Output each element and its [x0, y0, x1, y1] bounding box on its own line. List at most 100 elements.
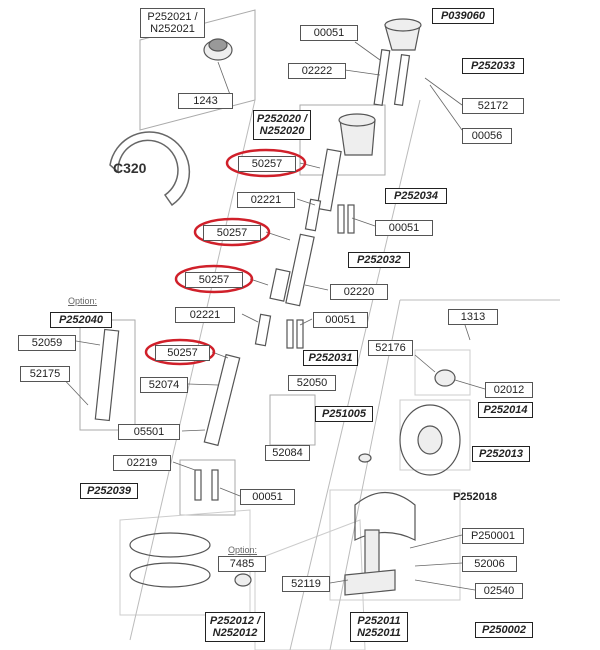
- label-50257-b: 50257: [203, 225, 261, 241]
- highlight-50257-a: [225, 148, 307, 178]
- label-02540: 02540: [475, 583, 523, 599]
- rod-02222-a: [373, 49, 391, 106]
- leader-02540: [414, 579, 476, 591]
- option-note-b: Option:: [228, 545, 258, 555]
- label-p252011: P252011 N252011: [350, 612, 408, 642]
- label-00051-b: 00051: [375, 220, 433, 236]
- panel-p252018: [329, 489, 461, 601]
- tube-52059: [94, 328, 120, 422]
- label-p252020-line1: P252020 /: [256, 113, 308, 125]
- reel-p252013: [399, 404, 461, 476]
- nut-small: [358, 453, 372, 463]
- label-7485: 7485: [218, 556, 266, 572]
- option-note-a: Option:: [68, 296, 98, 306]
- leader-02222: [344, 69, 381, 76]
- guide-line-left: [129, 99, 256, 641]
- label-p251005: P251005: [315, 406, 373, 422]
- tube-52074: [203, 353, 241, 447]
- clip-00051-c: [286, 319, 294, 349]
- label-00051-c: 00051: [313, 312, 368, 328]
- leader-52059: [75, 340, 101, 346]
- part-02012: [434, 369, 456, 387]
- leader-52074: [187, 383, 219, 386]
- label-52084: 52084: [265, 445, 310, 461]
- label-p252039: P252039: [80, 483, 138, 499]
- label-05501: 05501: [118, 424, 180, 440]
- label-p252013: P252013: [472, 446, 530, 462]
- leader-00051-c: [299, 318, 313, 326]
- leader-02220: [304, 284, 329, 291]
- clip-00051-d: [296, 319, 304, 349]
- leader-00051-top: [354, 41, 381, 61]
- label-02012: 02012: [485, 382, 533, 398]
- leader-52119: [329, 579, 349, 584]
- leader-52006: [414, 562, 463, 567]
- label-p252031: P252031: [303, 350, 358, 366]
- label-p252012: P252012 / N252012: [205, 612, 265, 642]
- label-52059: 52059: [18, 335, 76, 351]
- highlight-50257-c: [174, 264, 254, 294]
- label-c320: C320: [113, 160, 147, 176]
- leader-50257-a: [299, 162, 321, 169]
- head-p039060-top: [384, 18, 422, 32]
- panel-p252020: [299, 104, 386, 176]
- label-p252011-line1: P252011: [357, 615, 401, 627]
- panel-p252039: [179, 459, 236, 516]
- clip-00051-a: [337, 204, 345, 234]
- label-52119: 52119: [282, 576, 330, 592]
- leader-p250001: [409, 534, 463, 549]
- label-52175: 52175: [20, 366, 70, 382]
- label-p252011-line2: N252011: [357, 627, 401, 639]
- label-p252021-line2: N252021: [150, 23, 195, 35]
- label-p252012-line2: N252012: [212, 627, 258, 639]
- label-p252021-line1: P252021 /: [147, 11, 198, 23]
- label-p252018: P252018: [452, 491, 498, 503]
- label-p039060: P039060: [432, 8, 494, 24]
- frame-p252018: [354, 492, 416, 541]
- label-00056: 00056: [462, 128, 512, 144]
- leader-00056: [429, 84, 463, 131]
- knob-p252021-top: [208, 38, 228, 52]
- label-p252032: P252032: [348, 252, 410, 268]
- label-00051-top: 00051: [300, 25, 358, 41]
- label-02222: 02222: [288, 63, 346, 79]
- label-1243: 1243: [178, 93, 233, 109]
- label-00051-d: 00051: [240, 489, 295, 505]
- stem-p252018: [364, 529, 380, 576]
- reel-p252012: [129, 532, 211, 558]
- leader-02012: [454, 379, 486, 390]
- label-1313: 1313: [448, 309, 498, 325]
- label-02219: 02219: [113, 455, 171, 471]
- label-p252012-line1: P252012 /: [209, 615, 261, 627]
- rod-02222-b: [393, 54, 411, 106]
- label-p252040: P252040: [50, 312, 112, 328]
- label-52172: 52172: [462, 98, 524, 114]
- tube-02220-upper: [285, 233, 315, 307]
- leader-05501: [181, 429, 206, 432]
- panel-p252014: [414, 349, 471, 396]
- label-p252020: P252020 / N252020: [253, 110, 311, 140]
- leader-52176: [414, 354, 436, 373]
- reel-p252012-lower: [129, 562, 211, 588]
- leader-02221-b: [241, 313, 259, 323]
- label-52176: 52176: [368, 340, 413, 356]
- clip-00051-e: [194, 469, 202, 501]
- label-02220: 02220: [330, 284, 388, 300]
- label-02221-b: 02221: [175, 307, 235, 323]
- label-50257-a: 50257: [238, 156, 296, 172]
- guide-line-lower: [329, 299, 401, 650]
- label-52074: 52074: [140, 377, 188, 393]
- label-02221-a: 02221: [237, 192, 295, 208]
- c320-ring: [109, 131, 191, 207]
- tube-02221-lower: [254, 313, 272, 347]
- tube-02220-lower: [269, 268, 291, 302]
- label-p250001: P250001: [462, 528, 524, 544]
- tube-upper: [316, 148, 342, 212]
- reel-p252013-hub: [417, 425, 443, 455]
- label-p250002: P250002: [475, 622, 533, 638]
- tube-02221-upper: [304, 198, 322, 232]
- label-p252014: P252014: [478, 402, 533, 418]
- head-p252020-top: [338, 113, 376, 127]
